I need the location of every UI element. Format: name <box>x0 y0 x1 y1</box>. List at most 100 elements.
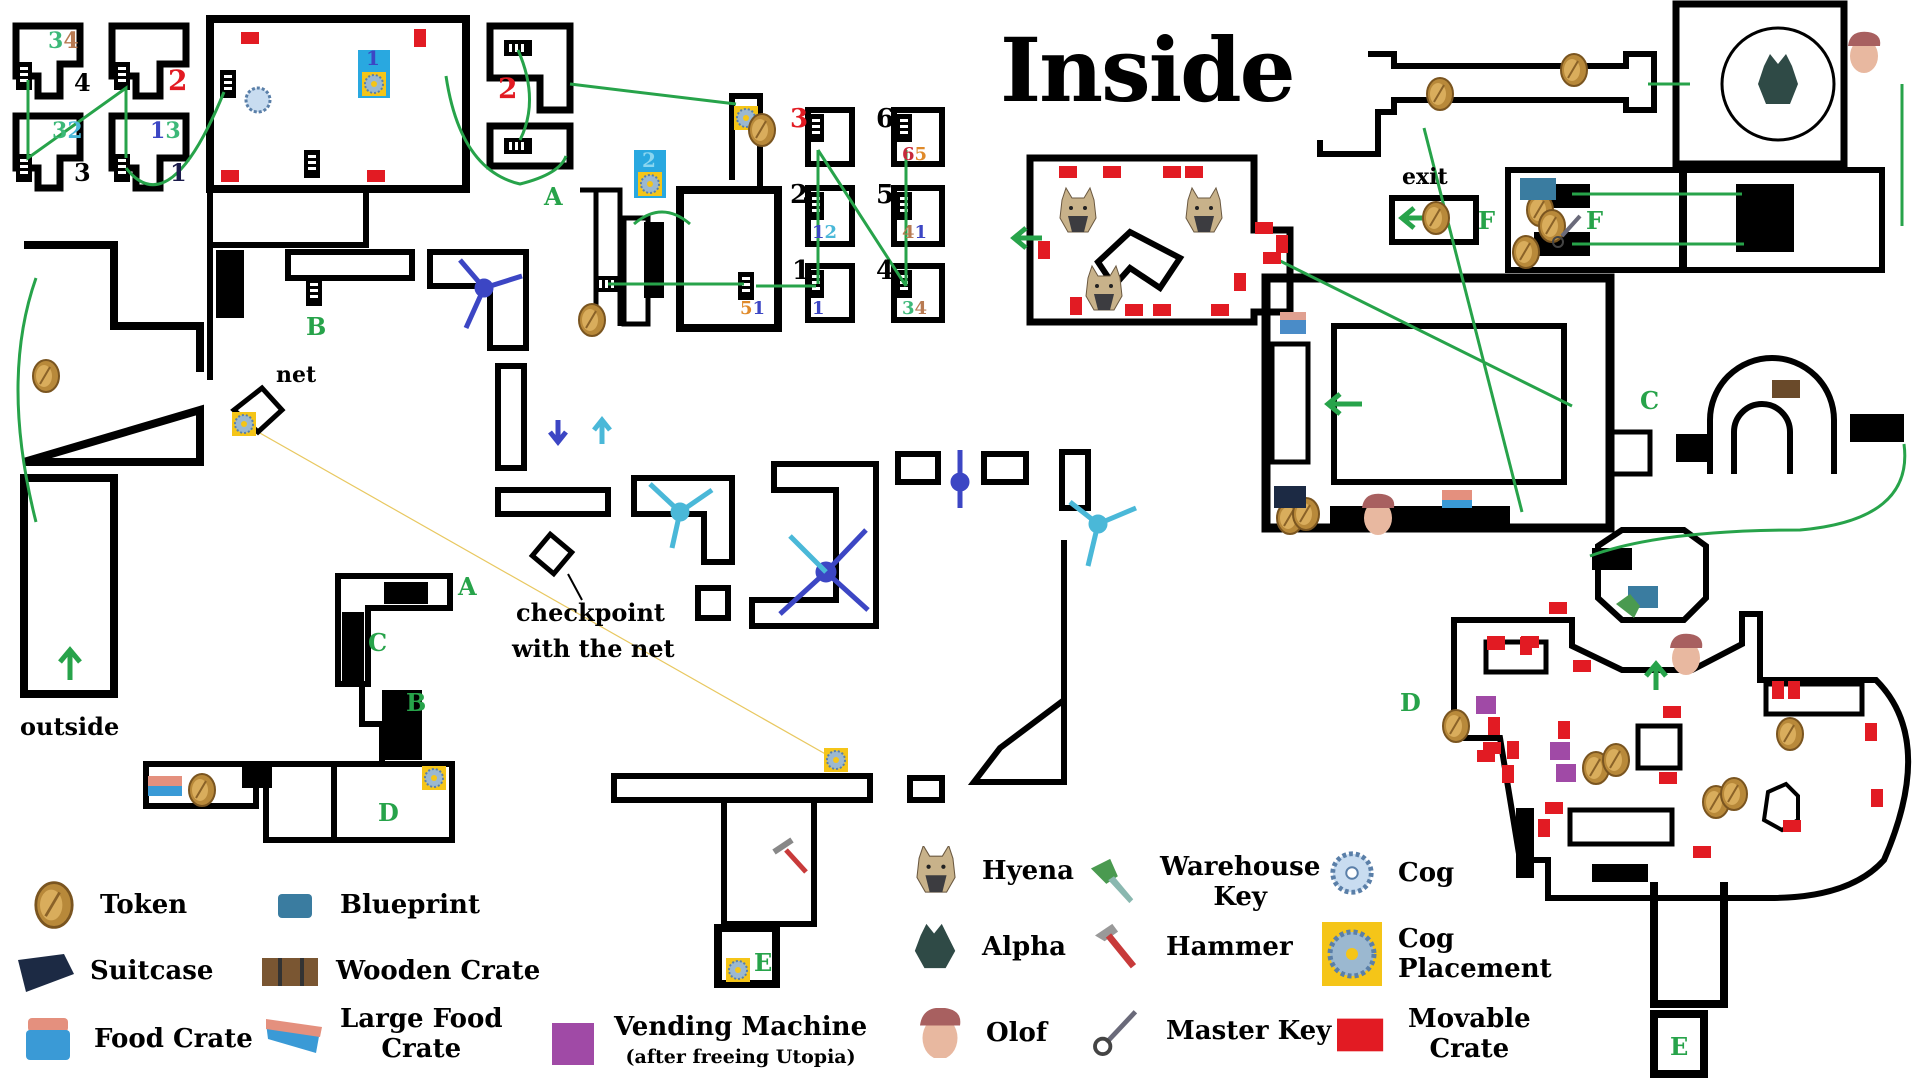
mid-room-3: 3 <box>790 104 809 134</box>
legend-label-2: Key <box>1213 882 1268 912</box>
olof-icon <box>920 1008 961 1058</box>
suitcase-icon <box>18 954 74 992</box>
legend-sublabel: (after freeing Utopia) <box>625 1046 856 1068</box>
legend-food-crate: Food Crate <box>18 1014 253 1064</box>
marker-A-bottom: A <box>458 572 477 601</box>
room-code: 5 <box>740 298 753 319</box>
outside-corridor <box>20 474 118 698</box>
room-code: 1 <box>812 298 825 319</box>
checkpoint-label-2: with the net <box>512 634 675 663</box>
movable-crates <box>221 29 1883 858</box>
legend-alpha: Alpha <box>906 922 1066 972</box>
warehouse-key-icon <box>1090 858 1134 904</box>
legend-hammer: Hammer <box>1090 922 1293 972</box>
room-code: 1 <box>150 118 166 144</box>
alpha-icon <box>914 923 956 969</box>
mid-room-4: 4 <box>876 256 895 286</box>
wooden-crate-icon <box>262 958 318 986</box>
legend-token: Token <box>24 880 187 930</box>
movable-crate-icon <box>1337 1018 1384 1052</box>
room-number-1: 1 <box>170 158 187 187</box>
legend-label-2: Crate <box>381 1034 462 1064</box>
blueprint-badge-1 <box>358 50 390 98</box>
fans <box>458 258 1137 616</box>
marker-C-right: C <box>1640 386 1660 415</box>
room-code: 5 <box>914 144 928 165</box>
cog-placement-icon <box>1322 922 1382 986</box>
blueprint-badge-2 <box>634 150 666 198</box>
items <box>148 178 1800 874</box>
room-code: 3 <box>165 118 181 144</box>
room-number-2: 2 <box>168 64 188 97</box>
room-code: 3 <box>48 28 64 54</box>
room-number-red-2: 2 <box>498 72 518 105</box>
mid-room-2: 2 <box>790 180 809 210</box>
blueprint-number-1: 1 <box>366 46 380 70</box>
legend-label: Warehouse <box>1160 852 1321 882</box>
token-icon <box>34 881 74 929</box>
vending-machine-icon <box>552 1023 594 1065</box>
blueprint-number-2: 2 <box>642 148 656 172</box>
room-code: 2 <box>67 118 83 144</box>
marker-A-top: A <box>544 182 563 211</box>
marker-E-left: E <box>754 948 773 977</box>
olof-npcs <box>1362 31 1881 675</box>
legend-label: Vending Machine <box>614 1012 868 1042</box>
main-hall <box>206 15 470 193</box>
direction-arrows <box>58 206 1668 690</box>
room-code: 1 <box>812 222 825 243</box>
room-code: 1 <box>914 222 928 243</box>
page-title: Inside <box>1000 18 1296 122</box>
marker-D-right: D <box>1400 688 1421 717</box>
legend-suitcase: Suitcase <box>14 946 213 996</box>
mid-room-5: 5 <box>876 180 895 210</box>
legend-olof: Olof <box>910 1008 1047 1058</box>
marker-B-top: B <box>306 312 327 341</box>
legend-label-2: Crate <box>1429 1034 1510 1064</box>
cog-icon <box>1330 851 1374 895</box>
net-label: net <box>276 362 317 388</box>
large-food-crate-icon <box>266 1019 322 1053</box>
mid-room-6: 6 <box>876 104 895 134</box>
checkpoint-marker <box>528 530 576 578</box>
marker-F-left: F <box>1478 206 1496 235</box>
alpha-enemy <box>1758 54 1798 104</box>
marker-B-bottom: B <box>406 688 427 717</box>
route-lines <box>16 49 1907 558</box>
room-code: 2 <box>824 222 838 243</box>
marker-C-left: C <box>368 628 388 657</box>
hyena-icon <box>916 846 956 893</box>
hammer-icon <box>1095 923 1137 969</box>
marker-D-left: D <box>378 798 399 827</box>
walls <box>12 0 1912 1078</box>
cog-item <box>244 86 272 114</box>
legend-label: Large Food <box>340 1004 503 1034</box>
room-code: 4 <box>63 28 79 54</box>
left-room <box>22 241 204 466</box>
checkpoint-label: checkpoint <box>516 598 666 627</box>
room-number-3: 3 <box>74 158 91 187</box>
legend-label: Cog <box>1398 924 1455 954</box>
outside-label: outside <box>20 712 120 741</box>
room-code: 6 <box>902 144 915 165</box>
mid-room-1: 1 <box>792 256 811 286</box>
room-code: 4 <box>902 222 915 243</box>
room-code: 1 <box>752 298 766 319</box>
room-code: 3 <box>902 298 915 319</box>
legend-wooden-crate: Wooden Crate <box>260 946 540 996</box>
legend-label: Movable <box>1408 1004 1531 1034</box>
legend-blueprint: Blueprint <box>264 880 480 930</box>
marker-F-right: F <box>1586 206 1604 235</box>
alpha-arena <box>1720 26 1836 142</box>
net-link-line <box>243 423 837 761</box>
master-key-icon <box>1093 1010 1138 1056</box>
legend-hyena: Hyena <box>906 846 1074 896</box>
hyena-room <box>1026 154 1294 326</box>
legend-vending-machine: Vending Machine (after freeing Utopia) <box>550 1012 867 1072</box>
room-number-4: 4 <box>74 68 91 97</box>
